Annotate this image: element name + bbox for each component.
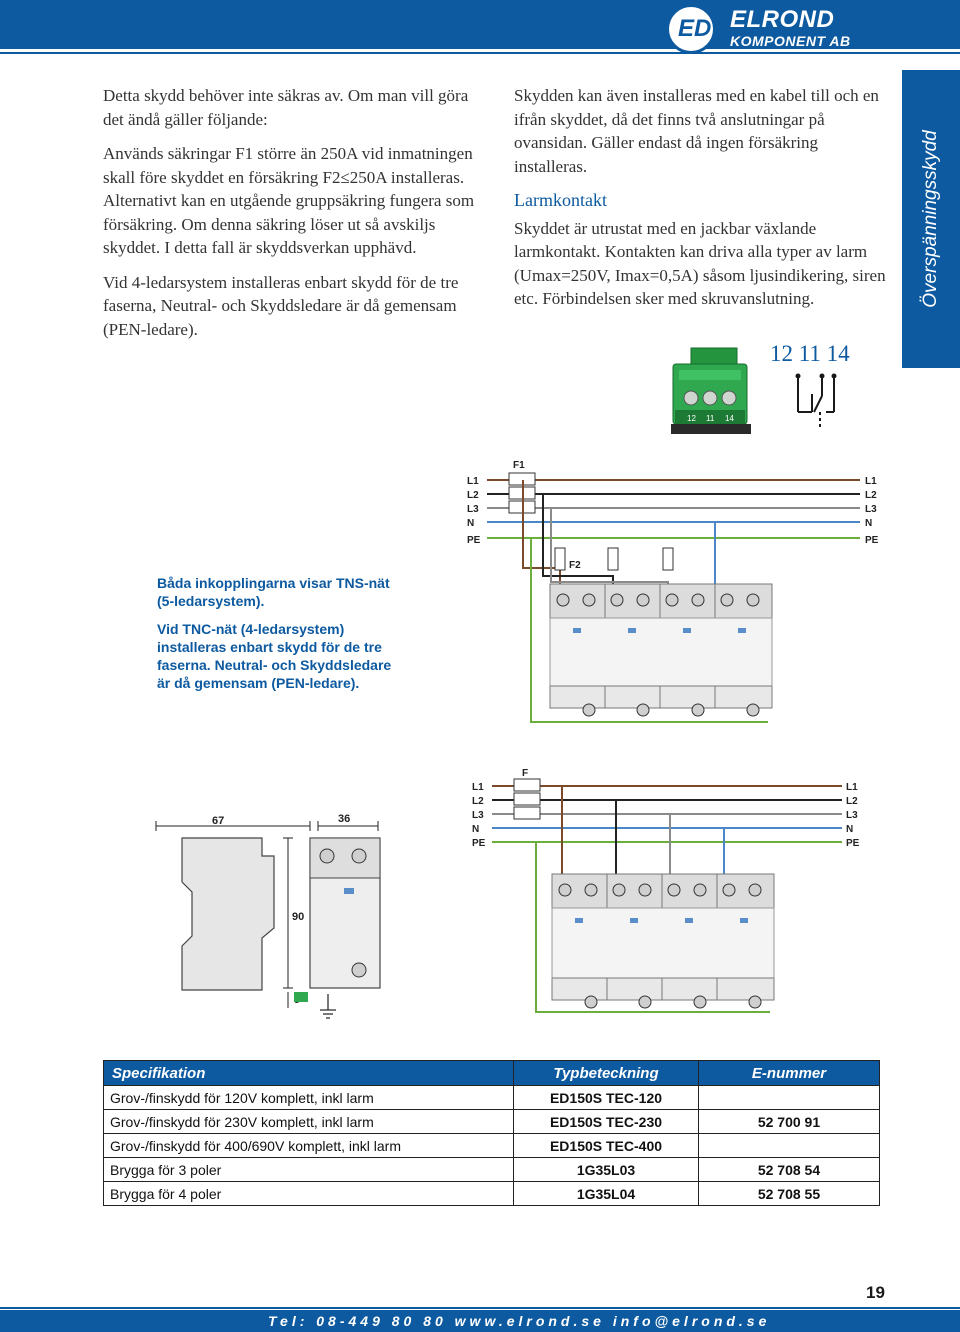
conductor-label: N (467, 518, 474, 529)
caption-line: Båda inkopplingarna visar TNS-nät (5-led… (157, 575, 390, 609)
conductor-label: L1 (467, 476, 479, 487)
table-row: Grov-/finskydd för 230V komplett, inkl l… (103, 1109, 880, 1134)
surge-protector-modules (551, 873, 775, 1009)
fuse-label: F2 (569, 560, 581, 571)
conductor-label: L3 (846, 810, 858, 821)
table-cell: Grov-/finskydd för 120V komplett, inkl l… (103, 1085, 514, 1110)
table-row: Brygga för 3 poler 1G35L03 52 708 54 (103, 1157, 880, 1182)
header-bar (0, 0, 960, 49)
paragraph: Detta skydd behöver inte säkras av. Om m… (103, 86, 469, 129)
changeover-contact-symbol (795, 373, 837, 430)
contact-terminal-code: 12 11 14 (770, 341, 850, 366)
fuse-label: F1 (513, 460, 525, 471)
table-cell (698, 1133, 880, 1158)
table-cell: ED150S TEC-230 (513, 1109, 699, 1134)
paragraph: Används säkringar F1 större än 250A vid … (103, 144, 475, 257)
logo-badge-icon: ED (666, 4, 716, 54)
plug-label: 11 (706, 414, 715, 423)
table-cell: 1G35L04 (513, 1181, 699, 1206)
column-header-specifikation: Specifikation (103, 1060, 514, 1086)
subheading-larmkontakt: Larmkontakt (514, 190, 607, 210)
header-divider (0, 52, 960, 54)
table-cell: 52 708 54 (698, 1157, 880, 1182)
ground-icon (320, 994, 336, 1019)
right-text-column: Skydden kan även installeras med en kabe… (514, 84, 889, 322)
conductor-label: L2 (467, 490, 479, 501)
diagram-caption: Båda inkopplingarna visar TNS-nät (5-led… (157, 574, 407, 702)
conductor-label: L3 (472, 810, 484, 821)
conductor-label: PE (467, 535, 481, 546)
screw-icon (683, 390, 699, 406)
dimension-label: 67 (212, 815, 224, 827)
paragraph: Skydden kan även installeras med en kabe… (514, 86, 879, 176)
conductor-label: L1 (846, 782, 858, 793)
conductor-label: L2 (865, 490, 877, 501)
conductor-label: N (846, 824, 853, 835)
plug-label: 12 (687, 414, 696, 423)
column-header-typbeteckning: Typbeteckning (513, 1060, 699, 1086)
wiring-diagram-without-backup-fuse: L1 L2 L3 N PE L1 L2 L3 N PE F (472, 768, 860, 1013)
paragraph: Skyddet är utrustat med en jackbar växla… (514, 218, 886, 309)
conductor-label: L2 (472, 796, 484, 807)
conductor-label: L1 (472, 782, 484, 793)
terminal-screw-icon (351, 962, 367, 978)
conductor-label: PE (846, 838, 860, 849)
logo-mark: ED (678, 15, 712, 42)
dimension-label: 90 (292, 911, 304, 923)
screw-icon (702, 390, 718, 406)
table-cell: ED150S TEC-120 (513, 1085, 699, 1110)
wiring-diagram-with-backup-fuse: L1 L2 L3 N PE L1 L2 L3 N PE F1 F2 (467, 460, 879, 723)
table-cell: 1G35L03 (513, 1157, 699, 1182)
conductor-label: L2 (846, 796, 858, 807)
footer-divider (0, 1307, 960, 1309)
table-cell: 52 708 55 (698, 1181, 880, 1206)
paragraph: Vid 4-ledarsystem installeras enbart sky… (103, 272, 459, 339)
table-row: Brygga för 4 poler 1G35L04 52 708 55 (103, 1181, 880, 1206)
table-cell: Brygga för 4 poler (103, 1181, 514, 1206)
brand-name: ELROND (730, 6, 835, 33)
table-header-row: Specifikation Typbeteckning E-nummer (103, 1060, 880, 1086)
conductor-label: L3 (865, 504, 877, 515)
table-row: Grov-/finskydd för 400/690V komplett, in… (103, 1133, 880, 1158)
alarm-connector-image: 12 11 14 (671, 347, 751, 434)
page-number: 19 (866, 1283, 885, 1302)
footer-contact: Tel: 08-449 80 80 www.elrond.se info@elr… (268, 1313, 771, 1329)
table-row: Grov-/finskydd för 120V komplett, inkl l… (103, 1085, 880, 1110)
dimension-label: 36 (338, 813, 350, 825)
plug-label: 14 (725, 414, 734, 423)
section-tab: Överspänningsskydd (902, 70, 960, 368)
conductor-label: PE (865, 535, 879, 546)
table-cell: 52 700 91 (698, 1109, 880, 1134)
footer-bar (0, 1310, 960, 1332)
left-text-column: Detta skydd behöver inte säkras av. Om m… (103, 84, 478, 352)
conductor-label: N (865, 518, 872, 529)
table-cell: ED150S TEC-400 (513, 1133, 699, 1158)
specification-table: Specifikation Typbeteckning E-nummer Gro… (103, 1060, 880, 1206)
conductor-label: N (472, 824, 479, 835)
table-cell (698, 1085, 880, 1110)
terminal-screw-icon (351, 848, 367, 864)
table-cell: Brygga för 3 poler (103, 1157, 514, 1182)
fuse-label: F (522, 768, 528, 779)
table-cell: Grov-/finskydd för 230V komplett, inkl l… (103, 1109, 514, 1134)
conductor-label: L1 (865, 476, 877, 487)
column-header-e-nummer: E-nummer (698, 1060, 880, 1086)
caption-line: Vid TNC-nät (4-ledarsystem) installeras … (157, 621, 392, 691)
surge-protector-modules (549, 583, 773, 717)
screw-icon (721, 390, 737, 406)
conductor-label: L3 (467, 504, 479, 515)
section-tab-label: Överspänningsskydd (920, 130, 941, 308)
company-logo: ED ELROND KOMPONENT AB (660, 2, 960, 54)
brand-subtitle: KOMPONENT AB (730, 33, 851, 49)
conductor-label: PE (472, 838, 486, 849)
terminal-screw-icon (319, 848, 335, 864)
table-cell: Grov-/finskydd för 400/690V komplett, in… (103, 1133, 514, 1158)
dimension-drawing: 67 36 90 9 (155, 813, 381, 1019)
